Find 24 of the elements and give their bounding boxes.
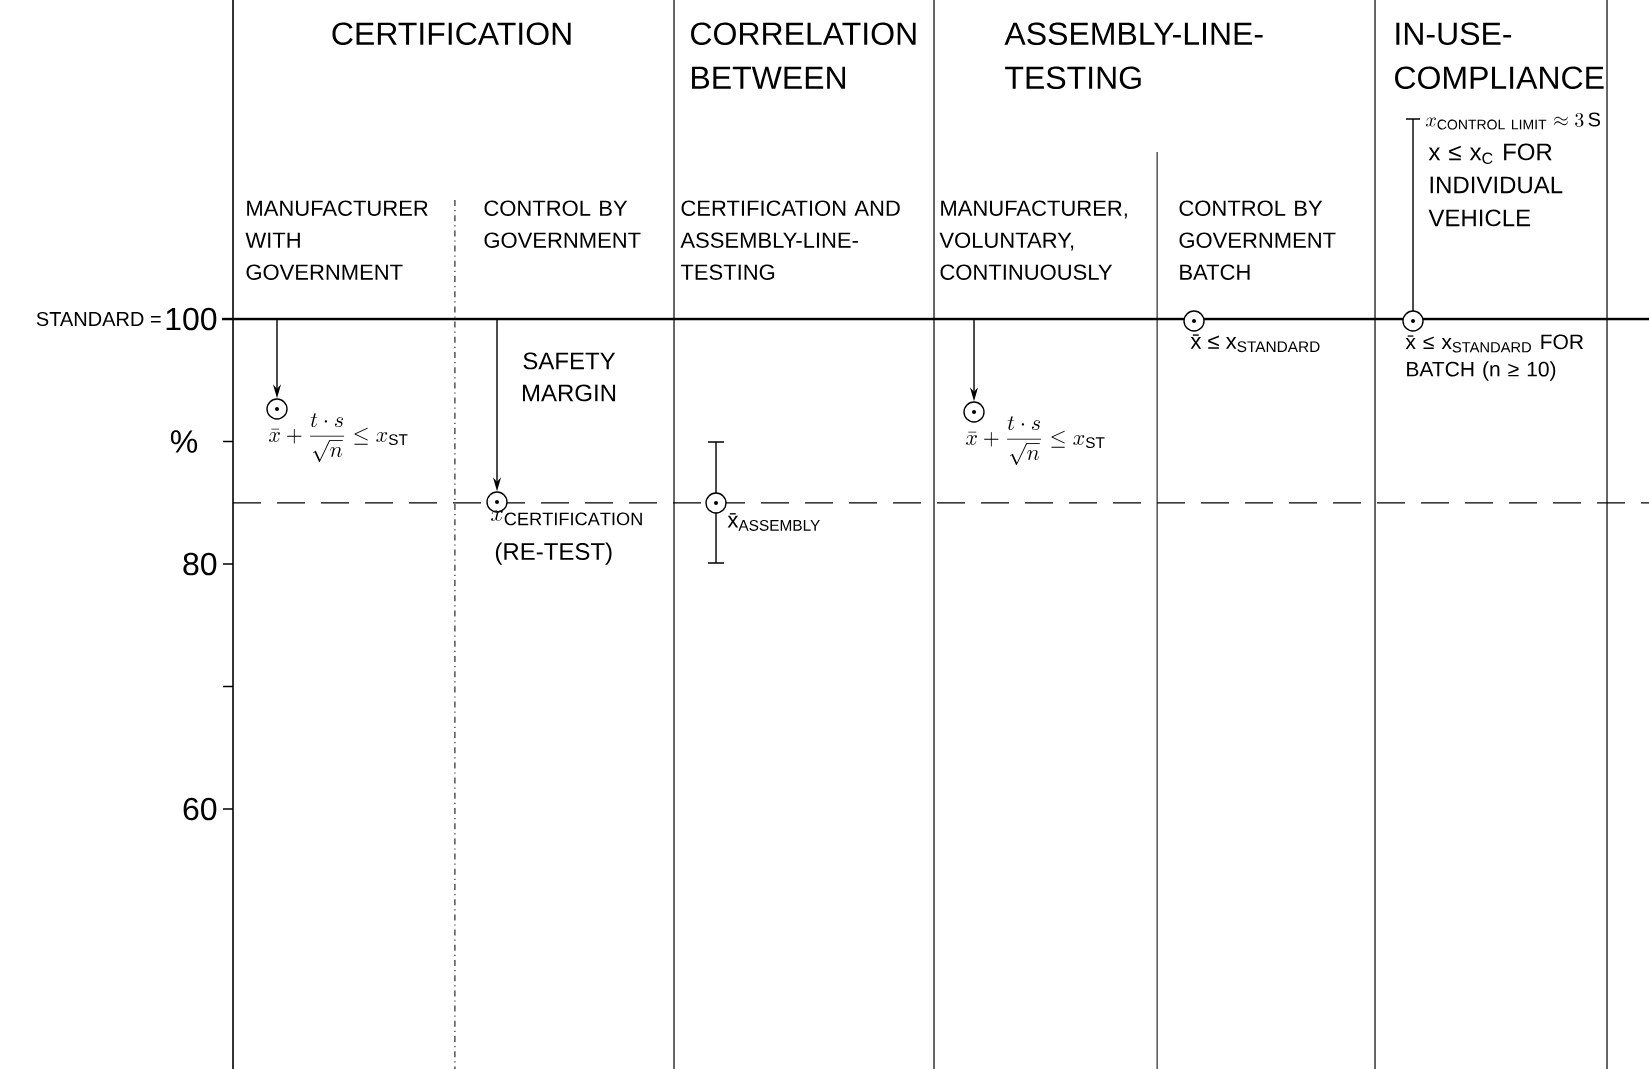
column-subheading: CONTROL BY GOVERNMENT BATCH [1179,200,1336,280]
column-subheading: MANUFACTURER WITH GOVERNMENT [245,200,428,280]
column-heading: CERTIFICATION [332,22,571,46]
tick-label: 80 [183,552,217,576]
column-heading: IN-USE-COMPLIANCE [1395,22,1604,90]
column-subheading: CONTROL BY GOVERNMENT [484,200,641,248]
axis-label: % [170,430,198,453]
note-text: $x_{\mathrm{CONTROL\ LIMIT}}\approx 3\,\mathrm{S}$ [1426,112,1601,130]
note-text: SAFETY MARGIN [523,352,616,402]
column-heading: ASSEMBLY-LINE-TESTING [1004,22,1263,90]
formula-label: x̄ ≤ x$_{STANDARD}$ [1190,334,1320,353]
formula-label: $\bar{x}+\frac{t\cdot s}{\sqrt{n}}\leq x_{\mathrm{ST}}$ [966,416,1105,465]
tick-label: 60 [183,797,217,821]
formula-label: (RE-TEST) [495,542,612,565]
formula-label: x̄ ≤ x$_{STANDARD}$ FOR BATCH (n ≥ 10) [1405,334,1584,381]
formula-label: x̄$_{ASSEMBLY}$ [727,513,820,531]
note-text: x ≤ x$_{C}$ FOR INDIVIDUAL VEHICLE [1428,143,1563,227]
formula-label: $x_{\mathrm{CERTIFICATION}}$ [491,510,642,526]
axis-label: STANDARD = [36,311,161,327]
column-heading: CORRELATION BETWEEN [691,22,916,89]
column-subheading: CERTIFICATION AND ASSEMBLY-LINE-TESTING [680,200,900,280]
column-subheading: MANUFACTURER, VOLUNTARY, CONTINUOUSLY [939,200,1127,280]
formula-label: $\bar{x}+\frac{t\cdot s}{\sqrt{n}}\leq x_{\mathrm{ST}}$ [269,413,408,462]
tick-label: 100 [166,307,217,331]
